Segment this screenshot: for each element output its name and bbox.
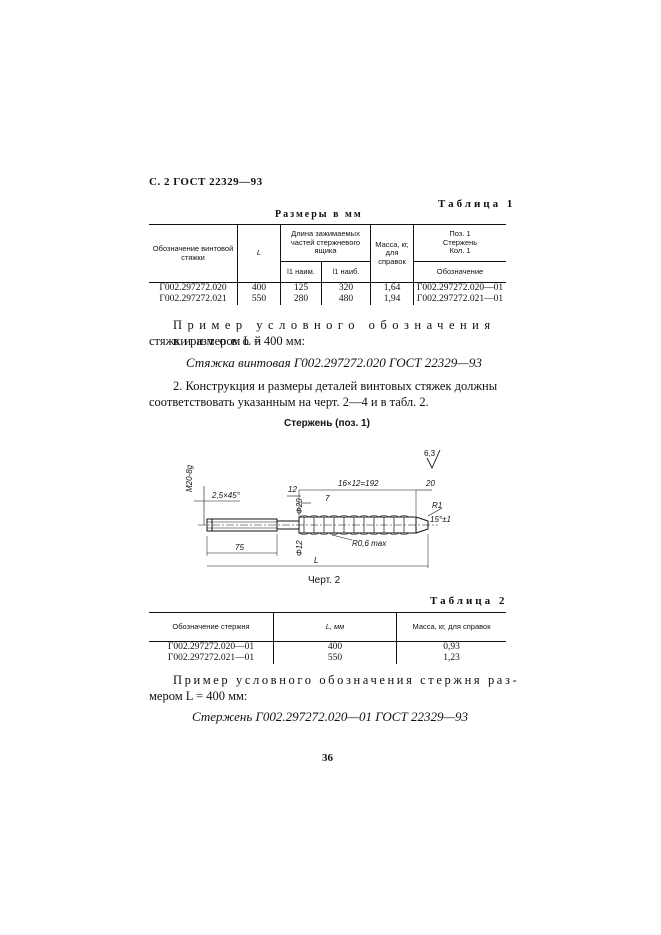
label-roughness: 6,3 [424,449,436,458]
label-thread: М20-8g [185,464,194,492]
label-L: L [314,556,318,565]
label-pitch: 16×12=192 [338,479,379,488]
th-clamp-group: Длина зажимаемых частей стержневого ящик… [280,224,371,262]
label-dim12: 12 [288,485,297,494]
label-angle: 15°±1° [430,515,450,524]
cell-l1-max: 480 [321,294,371,305]
label-d20: Φ20 [295,498,304,514]
table1-header-row: Обозначение винтовой стяжки L Длина зажи… [149,224,506,283]
cell-designation: Г002.297272.021—01 [167,653,255,664]
table-row: Г002.297272.020 400 125 320 1,64 Г002.29… [149,282,506,294]
th-pos-designation: Обозначение [413,261,506,283]
label-chamfer: 2,5×45° [211,491,241,500]
label-r06: R0,6 max [352,539,387,548]
label-dim20: 20 [425,479,435,488]
cell-mass: 1,64 [370,282,414,294]
label-d12: Φ12 [295,540,304,556]
cell-designation: Г002.297272.021 [159,294,227,305]
groove-profile-bottom [298,532,410,535]
example2-lead: Пример условного обозначения стержня раз… [173,673,520,687]
page-header: С. 2 ГОСТ 22329—93 [149,176,263,188]
th-mass: Масса, кг, для справок [370,224,414,283]
cell-l1-min: 125 [280,282,322,294]
figure-title: Стержень (поз. 1) [284,418,370,429]
table-row: Г002.297272.021 550 280 480 1,94 Г002.29… [149,294,506,305]
cell-L: 550 [237,294,281,305]
label-r1: R1 [432,501,442,510]
table1-caption: Таблица 1 [438,198,516,210]
table1: Обозначение винтовой стяжки L Длина зажи… [149,224,506,305]
th-qty: Кол. 1 [449,246,471,256]
th-L: L [237,224,281,283]
th2-L: L, мм [273,612,397,642]
table-row: Г002.297272.021—01 550 1,23 [149,653,506,664]
page-number: 36 [322,752,333,764]
table2-header-row: Обозначение стержня L, мм Масса, кг, для… [149,612,506,642]
table-row: Г002.297272.020—01 400 0,93 [149,641,506,653]
cell-L: 400 [273,641,397,653]
th2-mass: Масса, кг, для справок [396,612,506,642]
example1-line2: стяжки размером L = 400 мм: [149,334,306,348]
th-l1-max: l1 наиб. [321,261,371,283]
table2-caption: Таблица 2 [430,595,508,607]
cell-designation: Г002.297272.020—01 [167,642,255,653]
paragraph2-line2: соответствовать указанным на черт. 2—4 и… [149,395,429,409]
cell-designation: Г002.297272.020 [159,283,227,294]
label-dim7: 7 [325,494,330,503]
label-dim75: 75 [235,543,244,552]
table1-subheader-row: l1 наим. l1 наиб. Обозначение [149,261,506,283]
cell-l1-min: 280 [280,294,322,305]
th-pos: Поз. 1 [449,229,471,239]
cell-rod: Г002.297272.021—01 [413,294,506,305]
th-rod: Стержень [442,237,478,247]
cell-mass: 1,94 [370,294,414,305]
roughness-mark [426,449,441,470]
example2-line2: мером L = 400 мм: [149,689,248,703]
groove-profile-top [298,515,410,518]
cell-rod: Г002.297272.020—01 [413,282,506,294]
example1-designation: Стяжка винтовая Г002.297272.020 ГОСТ 223… [186,355,482,370]
rod-drawing: 6,3 М20-8g 2,5×45° Φ20 Φ12 12 7 16×12=19… [185,449,450,568]
cell-mass: 1,23 [396,653,506,664]
cell-L: 550 [273,653,397,664]
cell-mass: 0,93 [396,641,506,653]
leader-r06 [331,534,353,541]
cell-l1-max: 320 [321,282,371,294]
table2: Обозначение стержня L, мм Масса, кг, для… [149,612,506,664]
th-designation: Обозначение винтовой стяжки [149,224,238,283]
th2-designation: Обозначение стержня [149,612,274,642]
cell-L: 400 [237,282,281,294]
th-position: Поз. 1 Стержень Кол. 1 [413,224,506,262]
figure-caption: Черт. 2 [308,575,341,586]
example1-lead: Пример условного обозначения винтовой [173,318,496,348]
example2-designation: Стержень Г002.297272.020—01 ГОСТ 22329—9… [192,709,469,724]
leader-r1 [427,507,443,517]
table1-subcaption: Размеры в мм [275,209,363,220]
paragraph2-line1: 2. Конструкция и размеры деталей винтовы… [173,379,498,393]
th-l1-min: l1 наим. [280,261,322,283]
